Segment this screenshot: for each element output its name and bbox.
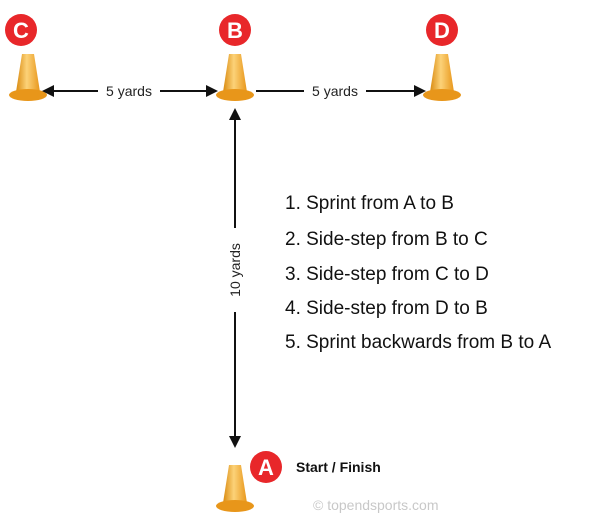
marker-a-label: A (258, 455, 274, 480)
arrow-c-b: 5 yards (42, 83, 218, 99)
marker-b: B (219, 14, 251, 46)
cone-a (216, 465, 254, 512)
step-5: 5. Sprint backwards from B to A (285, 332, 551, 353)
steps-list: 1. Sprint from A to B 2. Side-step from … (285, 193, 551, 353)
cone-d (423, 54, 461, 101)
marker-a: A (250, 451, 282, 483)
distance-label-b-a: 10 yards (227, 243, 243, 297)
marker-c-label: C (13, 18, 29, 43)
marker-b-label: B (227, 18, 243, 43)
step-4: 4. Side-step from D to B (285, 298, 488, 319)
step-1: 1. Sprint from A to B (285, 193, 454, 214)
start-finish-label: Start / Finish (296, 459, 381, 475)
marker-d: D (426, 14, 458, 46)
step-3: 3. Side-step from C to D (285, 264, 489, 285)
step-2: 2. Side-step from B to C (285, 229, 488, 250)
cone-b (216, 54, 254, 101)
arrow-b-d: 5 yards (256, 83, 426, 99)
marker-d-label: D (434, 18, 450, 43)
arrow-b-a: 10 yards (227, 108, 243, 448)
cone-c (9, 54, 47, 101)
distance-label-c-b: 5 yards (106, 83, 152, 99)
distance-label-b-d: 5 yards (312, 83, 358, 99)
watermark: © topendsports.com (313, 497, 439, 513)
marker-c: C (5, 14, 37, 46)
